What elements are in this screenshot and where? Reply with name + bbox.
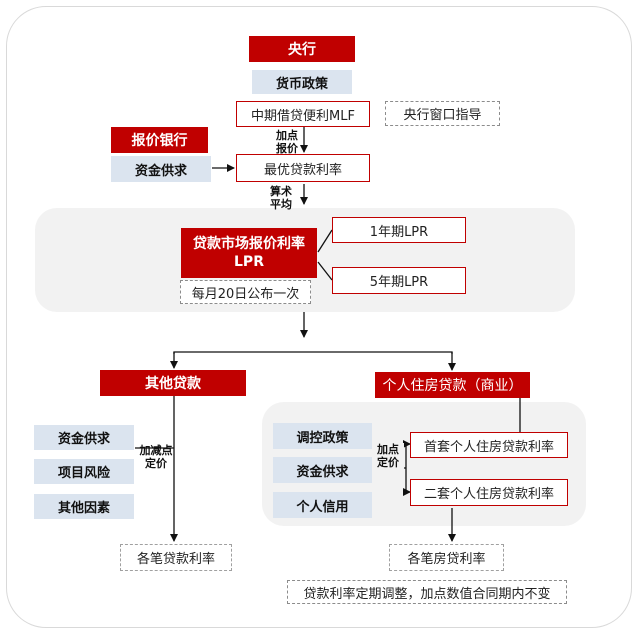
funding-supply-demand-box: 资金供求 — [111, 156, 211, 182]
best-lending-rate-box: 最优贷款利率 — [236, 154, 370, 182]
first-home-rate-box: 首套个人住房贷款利率 — [410, 432, 568, 458]
other-factor-project-risk: 项目风险 — [34, 459, 134, 484]
publish-schedule-box: 每月20日公布一次 — [180, 280, 311, 304]
other-result-box: 各笔贷款利率 — [120, 544, 232, 571]
mortgage-result-box: 各笔房贷利率 — [389, 544, 504, 571]
note-line: 加点 — [377, 443, 399, 456]
mortgage-pricing-note: 加点 定价 — [372, 443, 404, 469]
connector-lpr-to-5y — [317, 261, 333, 281]
other-factor-funding: 资金供求 — [34, 425, 134, 450]
split-line — [173, 351, 453, 354]
note-line: 定价 — [377, 456, 399, 469]
window-guidance-box: 央行窗口指导 — [385, 101, 500, 126]
second-home-rate-box: 二套个人住房贷款利率 — [410, 479, 568, 506]
arrow-to-first-home-line — [403, 440, 411, 468]
mortgage-factor-funding: 资金供求 — [273, 457, 372, 483]
arrow-to-second-home — [403, 468, 411, 496]
lpr-box: 贷款市场报价利率LPR — [181, 228, 317, 278]
note-line: 加减点 — [139, 444, 173, 457]
other-factor-other: 其他因素 — [34, 494, 134, 519]
note-line: 平均 — [270, 198, 292, 211]
note-line: 报价 — [276, 142, 298, 155]
quoting-banks-box: 报价银行 — [111, 127, 208, 153]
connector-lpr-to-1y — [317, 229, 333, 253]
mortgage-box: 个人住房贷款（商业） — [375, 372, 530, 398]
arithmetic-average-note: 算术 平均 — [266, 185, 296, 211]
central-bank-box: 央行 — [249, 36, 355, 62]
other-loans-box: 其他贷款 — [100, 370, 246, 396]
diagram-frame — [6, 6, 632, 628]
monetary-policy-box: 货币政策 — [252, 70, 352, 94]
footnote-box: 贷款利率定期调整，加点数值合同期内不变 — [287, 580, 567, 604]
note-line: 定价 — [145, 457, 167, 470]
mortgage-factor-policy: 调控政策 — [273, 423, 372, 449]
note-line: 加点 — [276, 129, 298, 142]
note-line: 算术 — [270, 185, 292, 198]
other-pricing-note: 加减点 定价 — [138, 444, 174, 470]
lpr-5y-box: 5年期LPR — [332, 267, 466, 294]
lpr-1y-box: 1年期LPR — [332, 217, 466, 243]
mlf-box: 中期借贷便利MLF — [236, 101, 370, 127]
mortgage-factor-credit: 个人信用 — [273, 492, 372, 518]
add-points-quote-note: 加点 报价 — [272, 129, 302, 155]
lpr-label: 贷款市场报价利率LPR — [193, 236, 305, 270]
